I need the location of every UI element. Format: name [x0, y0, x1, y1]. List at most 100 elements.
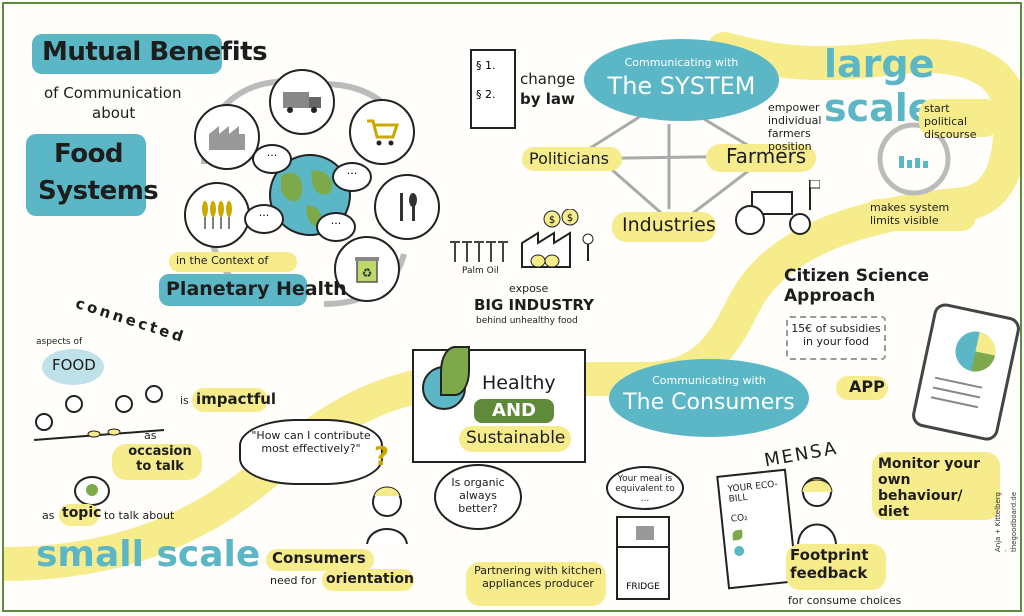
- title-line4: Food: [54, 139, 124, 169]
- eco-bill-label: YOUR ECO-BILL: [727, 479, 779, 505]
- quote-label: "How can I contribute most effectively?": [251, 429, 371, 455]
- makes-limits-highlight: [864, 199, 976, 231]
- leaf-small-icon: [732, 529, 744, 541]
- consumers-highlight: [266, 549, 374, 571]
- monitor-label: Monitor your own behaviour/ diet: [878, 456, 981, 520]
- speech-bubble-icon: ···: [244, 204, 284, 234]
- fridge-icon: FRIDGE: [616, 516, 670, 600]
- empower-label: empower individual farmers position: [768, 101, 822, 153]
- wheat-icon: [184, 182, 250, 248]
- title-line1: Mutual Benefits: [42, 37, 268, 67]
- shopping-cart-icon: [349, 99, 415, 165]
- system-label-small: Communicating with: [624, 56, 739, 69]
- and-label: AND: [492, 400, 536, 421]
- big-industry-label: BIG INDUSTRY: [474, 296, 594, 314]
- meal-label: Your meal is equivalent to ...: [615, 474, 675, 504]
- politicians-highlight: [522, 147, 622, 171]
- smartphone-icon: [909, 301, 1020, 443]
- food-bubble: [42, 349, 104, 385]
- farmers-highlight: [706, 144, 816, 172]
- planetary-highlight: [169, 252, 297, 272]
- industries-label: Industries: [622, 214, 716, 236]
- consumers-label-big: The Consumers: [623, 390, 795, 415]
- food-label: FOOD: [52, 356, 96, 374]
- as-topic-pre: as: [42, 509, 55, 522]
- sustainable-highlight: [459, 426, 571, 452]
- bar-chart-icon: [897, 142, 937, 168]
- svg-text:♻: ♻: [362, 266, 373, 280]
- politicians-label: Politicians: [529, 149, 609, 168]
- partnering-highlight: [466, 562, 606, 606]
- law-document-icon: § 1. § 2.: [470, 49, 516, 129]
- fridge-label: FRIDGE: [626, 582, 660, 592]
- orientation-highlight: [322, 569, 414, 591]
- leaf-icon: [440, 346, 470, 396]
- thinking-person-icon: [362, 484, 412, 545]
- topic-highlight: [59, 504, 99, 526]
- expose-label: expose: [509, 282, 549, 295]
- people-at-table-icon: [24, 382, 174, 452]
- title-line2: of Communication: [44, 84, 182, 102]
- drop-icon: [733, 545, 745, 557]
- consumers-label-small: Communicating with: [652, 374, 766, 387]
- change-label: change: [520, 70, 576, 88]
- impactful-highlight: [192, 388, 268, 412]
- tractor-icon: [730, 179, 821, 236]
- monitor-highlight: [872, 452, 1000, 520]
- citizen-science-label: Citizen Science Approach: [784, 266, 930, 306]
- title-line5: Systems: [38, 176, 159, 206]
- large-scale-title: large scale: [824, 42, 935, 130]
- apple-bubble-icon: [74, 476, 110, 506]
- behind-label: behind unhealthy food: [476, 316, 578, 326]
- impactful-pre: is: [180, 394, 189, 407]
- occasion-highlight: [112, 444, 202, 480]
- small-scale-title: small scale: [36, 534, 261, 575]
- partnering-label: Partnering with kitchen appliances produ…: [474, 564, 602, 590]
- subsidies-bubble: 15€ of subsidies in your food: [786, 316, 886, 360]
- svg-text:$: $: [549, 215, 555, 226]
- person-reading-icon: [794, 474, 840, 545]
- and-highlight: [474, 399, 554, 423]
- subsidies-label: 15€ of subsidies in your food: [791, 322, 881, 348]
- cutlery-icon: [374, 174, 440, 240]
- title-line3: about: [92, 104, 136, 122]
- need-for-label: need for: [270, 574, 317, 587]
- planetary-line2: Planetary Health: [166, 278, 347, 300]
- app-label: APP: [849, 377, 885, 396]
- consumers-oval: [609, 359, 809, 437]
- healthy-label: Healthy: [482, 372, 556, 394]
- factory-icon: [194, 104, 260, 170]
- organic-bubble: Is organic always better?: [434, 464, 522, 530]
- palm-oil-label: Palm Oil: [462, 266, 499, 276]
- credit-label: Anja + Kittelberg · thegoodboard.de: [994, 491, 1018, 552]
- system-label-big: The SYSTEM: [607, 72, 756, 100]
- consume-label: for consume choices: [788, 594, 902, 607]
- truck-icon: [269, 69, 335, 135]
- organic-label: Is organic always better?: [451, 476, 505, 515]
- meal-bubble: Your meal is equivalent to ...: [606, 466, 684, 510]
- industries-highlight: [612, 212, 716, 242]
- consumers-need-label: Consumers: [272, 549, 366, 567]
- start-political: start political discourse: [924, 102, 977, 141]
- aspects-of-label: aspects of: [36, 337, 83, 347]
- title-food-highlight: [26, 134, 146, 216]
- question-mark-icon: ?: [374, 442, 390, 472]
- app-highlight: [836, 376, 888, 400]
- title-highlight: [32, 34, 222, 74]
- recycle-bin-icon: ♻: [334, 236, 400, 302]
- as-label: as: [144, 429, 157, 442]
- industry-factory-icon: $$: [518, 208, 598, 269]
- co2-label: CO₂: [730, 512, 749, 525]
- palm-trees-icon: [449, 236, 514, 264]
- impactful-label: impactful: [196, 390, 277, 408]
- quote-bubble: "How can I contribute most effectively?": [239, 419, 383, 485]
- orientation-label: orientation: [326, 571, 414, 587]
- speech-bubble-icon: ···: [332, 162, 372, 192]
- by-law-label: by law: [520, 90, 575, 108]
- footprint-highlight: [786, 544, 886, 590]
- speech-bubble-icon: ···: [316, 212, 356, 242]
- system-oval: [584, 39, 779, 121]
- planetary-line1: in the Context of: [176, 254, 269, 267]
- svg-text:$: $: [567, 213, 573, 224]
